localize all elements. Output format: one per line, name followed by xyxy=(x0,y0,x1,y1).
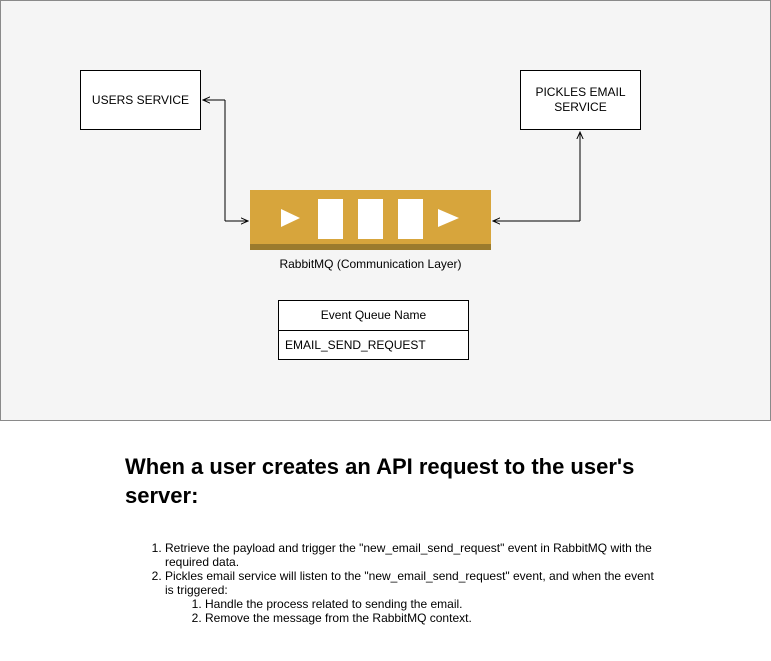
rabbitmq-caption: RabbitMQ (Communication Layer) xyxy=(279,257,462,271)
pickles-email-service-label: PICKLES EMAIL SERVICE xyxy=(535,85,626,114)
substep-item: Handle the process related to sending th… xyxy=(205,597,665,611)
explanation-section: When a user creates an API request to th… xyxy=(125,452,665,625)
pickles-email-service-box: PICKLES EMAIL SERVICE xyxy=(520,70,641,130)
step-text: Pickles email service will listen to the… xyxy=(165,569,654,597)
substep-text: Remove the message from the RabbitMQ con… xyxy=(205,611,472,625)
step-text: Retrieve the payload and trigger the "ne… xyxy=(165,541,652,569)
event-queue-header: Event Queue Name xyxy=(279,301,468,331)
substep-item: Remove the message from the RabbitMQ con… xyxy=(205,611,665,625)
users-service-label: USERS SERVICE xyxy=(91,92,190,107)
step-item: Retrieve the payload and trigger the "ne… xyxy=(165,541,665,569)
explanation-heading: When a user creates an API request to th… xyxy=(125,454,635,508)
event-queue-value: EMAIL_SEND_REQUEST xyxy=(285,338,426,352)
substep-text: Handle the process related to sending th… xyxy=(205,597,463,611)
event-queue-table: Event Queue Name EMAIL_SEND_REQUEST xyxy=(278,300,469,360)
steps-list: Retrieve the payload and trigger the "ne… xyxy=(125,541,665,625)
substeps-list: Handle the process related to sending th… xyxy=(165,597,665,625)
step-item: Pickles email service will listen to the… xyxy=(165,569,665,625)
users-service-box: USERS SERVICE xyxy=(80,70,201,130)
